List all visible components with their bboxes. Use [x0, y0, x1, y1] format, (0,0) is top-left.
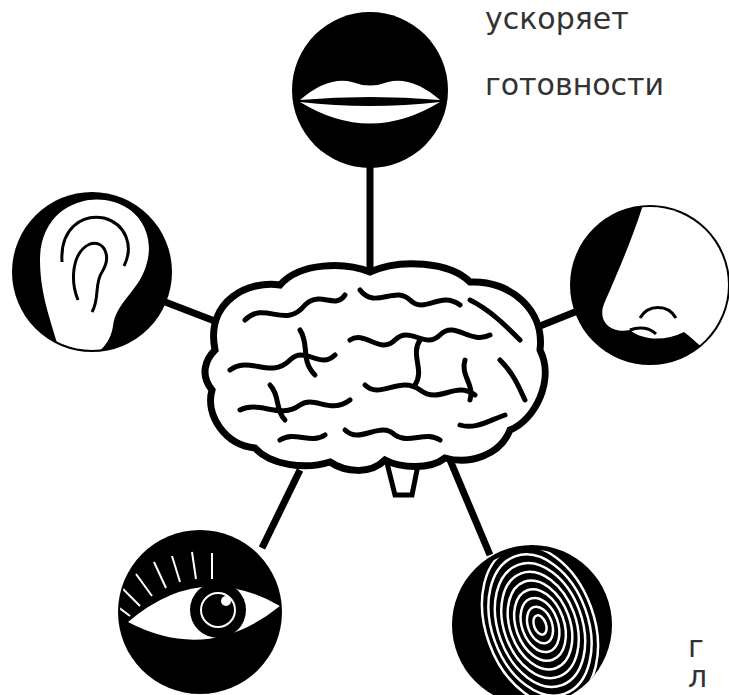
text-fragment: л [688, 660, 707, 693]
fingerprint-icon [452, 529, 619, 695]
text-fragment: г [688, 630, 704, 663]
brain-icon [205, 264, 545, 495]
eye-icon [114, 530, 282, 694]
spoke-lines [160, 160, 580, 555]
mouth-icon [292, 12, 448, 168]
nose-icon [570, 195, 729, 372]
ear-icon [12, 192, 172, 362]
text-fragment: ускоряет [485, 2, 629, 35]
text-fragment: готовности [485, 68, 664, 101]
